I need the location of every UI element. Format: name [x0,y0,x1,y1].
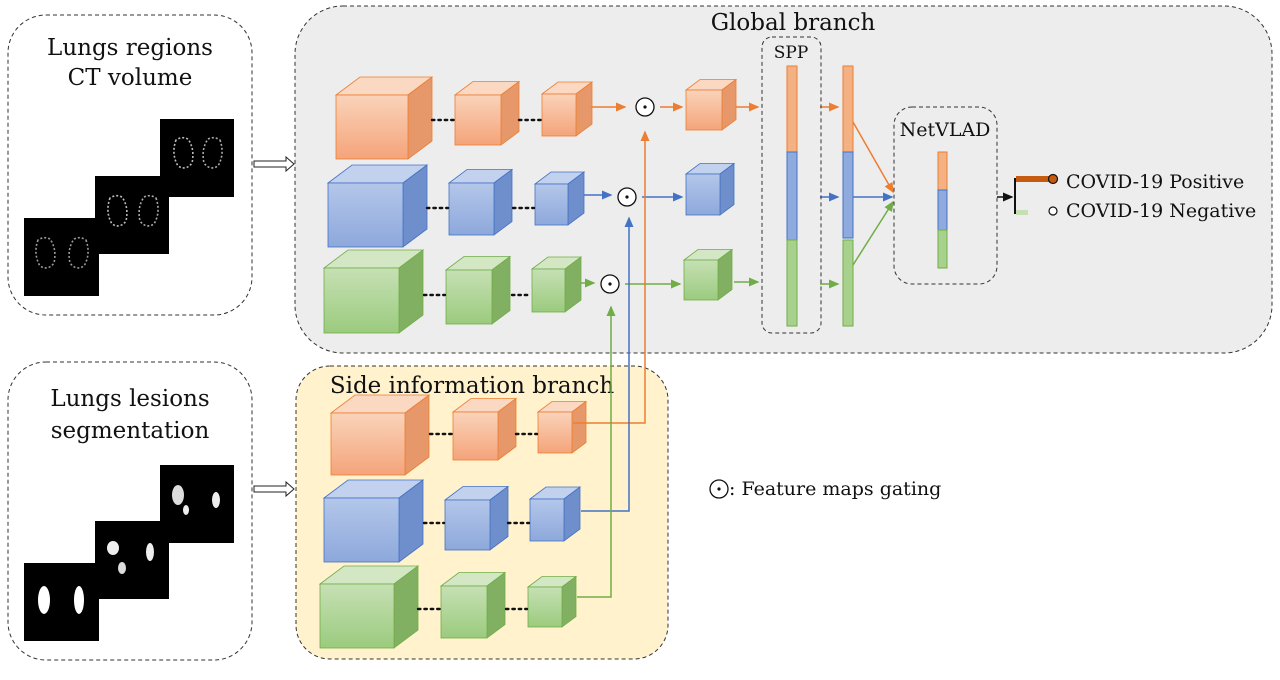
output-negative-label: COVID-19 Negative [1066,200,1256,222]
feature-map-cube [322,249,425,334]
feature-map-cube [447,168,514,236]
ct-slice-3 [160,119,234,197]
spp-vector [786,65,798,327]
feature-map-cube [526,575,578,628]
ct-title-line1: Lungs regions [47,35,213,61]
output-positive-label: COVID-19 Positive [1066,171,1244,193]
spp-module-box [761,36,822,334]
feature-map-cube [334,76,434,160]
gating-legend-text: : Feature maps gating [729,478,941,500]
concatenated-vector [842,65,854,327]
feature-map-cube [322,479,425,563]
feature-map-cube [682,248,734,301]
positive-marker-icon [1047,173,1059,185]
output-probability-bars [1014,176,1049,215]
feature-map-cube [540,81,594,137]
feature-map-cube [533,171,586,226]
gating-legend: : Feature maps gating [709,478,941,500]
feature-map-cube [684,78,738,131]
feature-map-cube [684,162,736,216]
feature-map-cube [451,397,518,461]
feature-map-cube [528,486,582,542]
feature-map-cube [326,164,429,248]
seg-slice-3 [160,465,234,543]
feature-map-cube [453,80,521,146]
feature-map-cube [439,571,507,639]
feature-map-cube [443,485,510,551]
feature-map-cube [530,256,583,313]
seg-slice-2 [95,521,169,599]
ct-title-line2: CT volume [68,65,193,91]
global-branch-title: Global branch [711,10,876,36]
ct-slice-1 [24,218,99,296]
feature-map-cube [329,394,431,476]
netvlad-module-box [893,106,998,285]
negative-marker-icon [1048,206,1058,216]
netvlad-vector [937,151,948,269]
ct-slice-2 [95,176,169,254]
seg-slice-1 [24,563,99,641]
seg-title-line1: Lungs lesions [50,386,209,412]
netvlad-label: NetVLAD [900,119,991,141]
flow-arrows [573,102,1014,598]
seg-to-side-arrow [253,480,295,498]
spp-label: SPP [774,43,809,63]
feature-map-cube [536,400,588,454]
feature-map-cube [444,255,512,325]
gating-operator-green [600,274,620,294]
gating-operator-blue [617,187,637,207]
ct-slice-stack [24,119,234,296]
ct-to-global-arrow [253,155,295,173]
gating-operator-orange [635,97,655,117]
seg-title-line2: segmentation [51,418,210,444]
segmentation-slice-stack [24,465,234,641]
feature-map-cube [318,565,420,649]
